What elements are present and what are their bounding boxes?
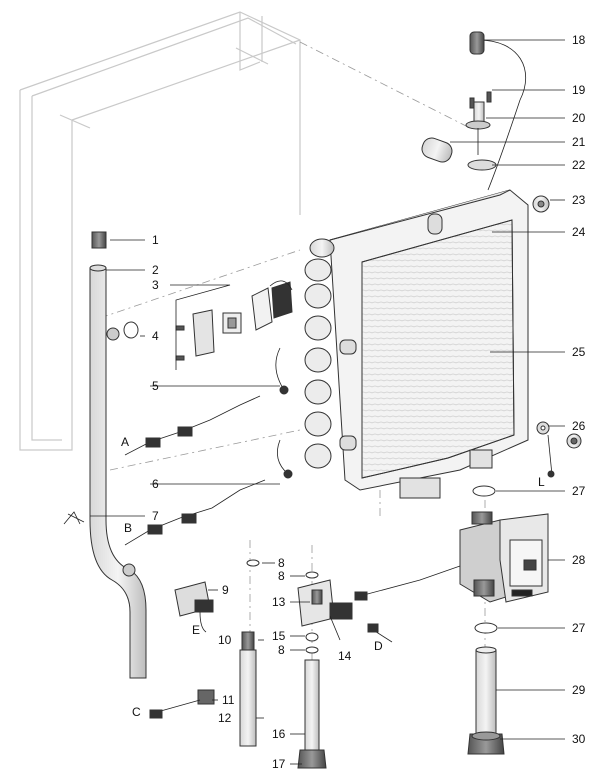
heat-exchanger: [329, 189, 529, 499]
callout-8a: 8: [278, 556, 285, 570]
flow-pipe: [89, 231, 147, 679]
callout-4: 4: [152, 329, 159, 343]
pump-seal-bottom: [474, 622, 498, 634]
callout-26: 26: [572, 419, 586, 433]
callout-30: 30: [572, 732, 586, 746]
cable-clip-icon: [63, 511, 85, 525]
callout-17: 17: [272, 757, 286, 771]
callout-23: 23: [572, 193, 586, 207]
connector-clip: [149, 689, 215, 719]
callout-8c: 8: [278, 643, 285, 657]
callout-28: 28: [572, 553, 586, 567]
callout-27a: 27: [572, 484, 586, 498]
letter-b: B: [124, 521, 132, 535]
callout-9: 9: [222, 583, 229, 597]
circulation-pump: [354, 511, 549, 603]
exchanger-connectors: [304, 238, 357, 469]
return-pipe: [239, 631, 257, 747]
letter-a: A: [121, 435, 129, 449]
pump-pipe: [467, 646, 505, 755]
callout-numbers: 1 2 3 4 5 6 7 8 9 10 11 12 8 13 15 8 14 …: [152, 33, 586, 771]
callout-6: 6: [152, 477, 159, 491]
callout-10: 10: [218, 633, 232, 647]
callout-2: 2: [152, 263, 159, 277]
callout-14: 14: [338, 649, 352, 663]
callout-24: 24: [572, 225, 586, 239]
casing-frame: [19, 11, 301, 451]
callout-13: 13: [272, 595, 286, 609]
callout-22: 22: [572, 158, 586, 172]
ignition-electrode-cable: [421, 31, 527, 191]
callout-18: 18: [572, 33, 586, 47]
callout-16: 16: [272, 727, 286, 741]
callout-21: 21: [572, 135, 586, 149]
callout-19: 19: [572, 83, 586, 97]
callout-7: 7: [152, 509, 159, 523]
sensor-bracket-set: [175, 280, 293, 361]
pressure-sensor: [174, 581, 214, 633]
o-ring: [123, 321, 139, 339]
letter-l: L: [538, 475, 545, 489]
callout-29: 29: [572, 683, 586, 697]
callout-11: 11: [222, 693, 235, 707]
callout-20: 20: [572, 111, 586, 125]
callout-3: 3: [152, 278, 159, 292]
callout-1: 1: [152, 233, 159, 247]
leader-lines: [90, 39, 565, 765]
letter-e: E: [192, 623, 200, 637]
letter-c: C: [132, 705, 141, 719]
connector-letters: A B C D E L: [121, 435, 545, 719]
callout-8b: 8: [278, 569, 285, 583]
callout-27b: 27: [572, 621, 586, 635]
callout-25: 25: [572, 345, 586, 359]
temperature-sensor-cables: [124, 347, 293, 546]
pump-seal-top: [472, 485, 496, 497]
cap-nut: [532, 195, 550, 213]
letter-d: D: [374, 639, 383, 653]
earth-terminal: [536, 421, 582, 478]
callout-5: 5: [152, 379, 159, 393]
callout-12: 12: [218, 711, 232, 725]
valve-assembly: [246, 559, 393, 769]
callout-15: 15: [272, 629, 286, 643]
